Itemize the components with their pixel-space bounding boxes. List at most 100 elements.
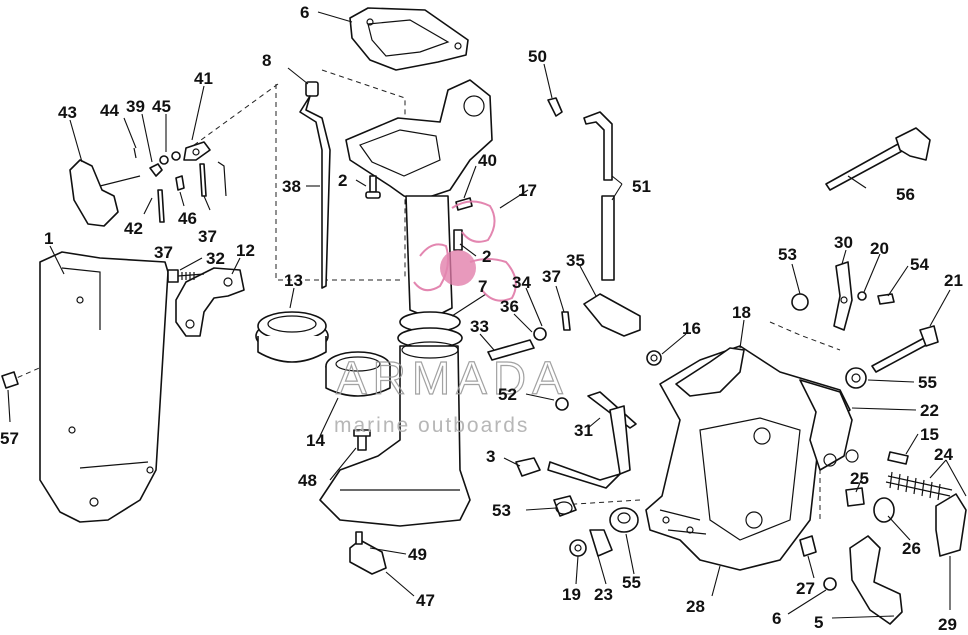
callout-37b: 37 [198, 227, 217, 246]
washers-19-23-55 [569, 507, 639, 557]
callout-20: 20 [870, 239, 889, 258]
callout-54: 54 [910, 255, 929, 274]
callout-53b: 53 [492, 501, 511, 520]
washer-part-20 [857, 291, 867, 301]
cover-part-1 [39, 251, 169, 523]
callout-24: 24 [934, 445, 953, 464]
tiller-hardware-group [133, 141, 227, 223]
shift-rod-part-38 [299, 81, 331, 289]
callout-15: 15 [920, 425, 939, 444]
gasket-part-7 [349, 7, 469, 71]
bushing-part-53 [791, 293, 809, 311]
pin-part-27 [799, 535, 817, 557]
screw-part-15 [887, 451, 909, 465]
callout-49: 49 [408, 545, 427, 564]
callout-52: 52 [498, 385, 517, 404]
shift-lever-part-31 [547, 391, 637, 489]
watermark-tagline: marine outboards [334, 414, 529, 437]
callout-22: 22 [920, 401, 939, 420]
callout-1: 1 [44, 229, 53, 248]
callout-23: 23 [594, 585, 613, 604]
callout-33: 33 [470, 317, 489, 336]
nut-part-16 [646, 350, 662, 366]
bracket-part-30 [833, 261, 853, 331]
callout-25: 25 [850, 469, 869, 488]
callout-55a: 55 [918, 373, 937, 392]
callout-2b: 2 [482, 247, 491, 266]
grip-part-43 [69, 159, 141, 227]
fastener-group [353, 175, 473, 451]
callout-18: 18 [732, 303, 751, 322]
propeller-logo-icon [413, 200, 517, 302]
callout-28: 28 [686, 597, 705, 616]
clamp-part-12 [175, 267, 245, 337]
callout-38: 38 [282, 177, 301, 196]
small-parts-3-53 [515, 457, 577, 517]
rod-part-56 [825, 127, 931, 191]
callout-41: 41 [194, 69, 213, 88]
callout-17: 17 [518, 181, 537, 200]
grommet-part-13 [255, 311, 329, 363]
watermark-brand: ARMADA [336, 352, 569, 404]
bracket-part-35 [487, 293, 641, 361]
screw-part-32 [167, 269, 205, 283]
callout-43: 43 [58, 103, 77, 122]
callout-13: 13 [284, 271, 303, 290]
callout-57: 57 [0, 429, 19, 448]
callout-56: 56 [896, 185, 915, 204]
callout-35: 35 [566, 251, 585, 270]
nut-part-6 [823, 577, 837, 591]
grommet-part-14 [325, 351, 391, 397]
callout-44: 44 [100, 101, 119, 120]
bolt-part-21 [871, 325, 939, 373]
callout-26: 26 [902, 539, 921, 558]
handle-part-5 [849, 535, 903, 625]
callout-31: 31 [574, 421, 593, 440]
tilt-lock-part-18 [675, 347, 745, 397]
callout-40: 40 [478, 151, 497, 170]
nut-part-55 [845, 367, 867, 389]
callout-39: 39 [126, 97, 145, 116]
bolt-part-25 [845, 487, 865, 507]
callout-32: 32 [206, 249, 225, 268]
callout-42: 42 [124, 219, 143, 238]
stern-bracket-part-28 [645, 345, 851, 571]
callout-21: 21 [944, 271, 963, 290]
hose-part-51 [547, 97, 615, 281]
callout-37a: 37 [154, 243, 173, 262]
plate-part-47 [349, 531, 387, 575]
callout-48: 48 [298, 471, 317, 490]
callout-55b: 55 [622, 573, 641, 592]
callout-27: 27 [796, 579, 815, 598]
plug-part-57 [1, 371, 19, 389]
callout-37c: 37 [542, 267, 561, 286]
spring-part-24 [885, 471, 953, 501]
callout-34: 34 [512, 273, 531, 292]
callout-30: 30 [834, 233, 853, 252]
callout-6b: 6 [772, 609, 781, 628]
callout-5: 5 [814, 613, 823, 632]
callout-8: 7 [478, 277, 487, 296]
lever-part-29 [935, 493, 967, 557]
screw-part-54 [877, 293, 895, 305]
callout-7: 6 [300, 3, 309, 22]
callout-45: 45 [152, 97, 171, 116]
callout-19: 19 [562, 585, 581, 604]
callout-labels: 6 8 50 41 43 44 39 45 40 38 2 17 51 56 4… [0, 3, 963, 634]
callout-36: 36 [500, 297, 519, 316]
callout-3: 3 [486, 447, 495, 466]
callout-10: 8 [262, 51, 271, 70]
callout-50: 50 [528, 47, 547, 66]
clamp-bracket-part-22 [799, 379, 859, 471]
callout-47: 47 [416, 591, 435, 610]
callout-2a: 2 [338, 171, 347, 190]
leader-lines [7, 11, 967, 619]
callout-14: 14 [306, 431, 325, 450]
exhaust-housing-part-8 [319, 79, 493, 527]
callout-46: 46 [178, 209, 197, 228]
callout-51: 51 [632, 177, 651, 196]
callout-29: 29 [938, 615, 957, 634]
callout-53a: 53 [778, 245, 797, 264]
